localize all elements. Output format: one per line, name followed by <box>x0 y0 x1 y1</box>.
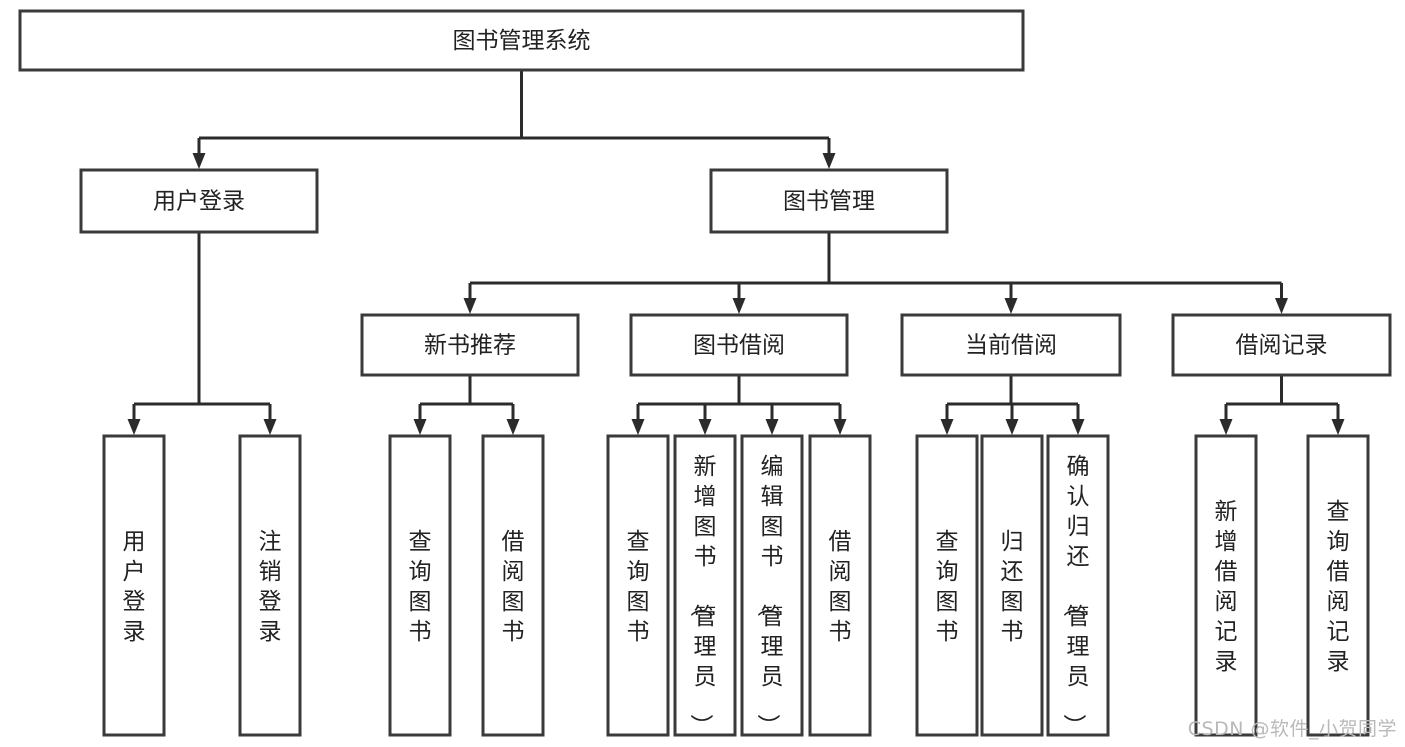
node-box <box>1171 313 1392 377</box>
node-box <box>629 313 849 377</box>
edges-layer <box>127 70 1345 435</box>
node-borrow-record[interactable]: 借阅记录 <box>1171 313 1392 377</box>
node-new-book-recommend[interactable]: 新书推荐 <box>360 313 580 377</box>
node-box <box>673 434 737 737</box>
node-label: 借阅图书 <box>829 529 852 645</box>
node-box <box>900 313 1122 377</box>
arrow-head-icon <box>698 419 712 435</box>
arrow-head-icon <box>765 419 779 435</box>
node-label: 新增借阅记录 <box>1215 499 1238 675</box>
node-box <box>1306 434 1370 737</box>
node-label: 查询图书 <box>936 529 959 645</box>
node-leaf-query-record[interactable]: 查询借阅记录 <box>1306 434 1370 737</box>
arrow-head-icon <box>263 419 277 435</box>
arrow-head-icon <box>506 419 520 435</box>
edge-group <box>413 375 520 435</box>
arrow-head-icon <box>1004 298 1018 314</box>
node-box <box>808 434 872 737</box>
node-box <box>18 9 1025 72</box>
node-label: 确认归还（管理员） <box>1061 454 1090 737</box>
node-label: 新书推荐 <box>424 333 516 359</box>
node-leaf-add-record[interactable]: 新增借阅记录 <box>1194 434 1258 737</box>
node-current-borrow[interactable]: 当前借阅 <box>900 313 1122 377</box>
arrow-head-icon <box>192 153 206 169</box>
node-book-manage[interactable]: 图书管理 <box>709 168 949 234</box>
node-label: 借阅记录 <box>1236 333 1328 359</box>
node-leaf-return-book[interactable]: 归还图书 <box>980 434 1044 737</box>
node-label: 用户登录 <box>123 529 146 645</box>
node-box <box>915 434 979 737</box>
arrow-head-icon <box>1275 298 1288 314</box>
node-leaf-edit-book[interactable]: 编辑图书（管理员） <box>740 434 804 737</box>
node-box <box>606 434 670 737</box>
node-leaf-query-book-3[interactable]: 查询图书 <box>915 434 979 737</box>
nodes-layer: 图书管理系统用户登录图书管理新书推荐图书借阅当前借阅借阅记录用户登录注销登录查询… <box>18 9 1392 737</box>
node-label: 新增图书（管理员） <box>688 454 717 737</box>
node-leaf-user-login[interactable]: 用户登录 <box>102 434 166 737</box>
arrow-head-icon <box>1219 419 1233 435</box>
arrow-head-icon <box>127 419 141 435</box>
node-label: 归还图书 <box>1001 529 1024 645</box>
node-label: 借阅图书 <box>502 529 525 645</box>
node-label: 查询图书 <box>409 529 432 645</box>
node-book-borrow[interactable]: 图书借阅 <box>629 313 849 377</box>
edge-group <box>463 232 1288 314</box>
node-box <box>481 434 545 737</box>
node-label: 图书管理 <box>783 189 875 215</box>
node-label: 图书借阅 <box>693 333 785 359</box>
node-leaf-logout[interactable]: 注销登录 <box>238 434 302 737</box>
node-box <box>238 434 302 737</box>
node-leaf-borrow-book-2[interactable]: 借阅图书 <box>808 434 872 737</box>
node-leaf-add-book[interactable]: 新增图书（管理员） <box>673 434 737 737</box>
arrow-head-icon <box>940 419 954 435</box>
arrow-head-icon <box>1005 419 1019 435</box>
arrow-head-icon <box>463 298 477 314</box>
node-box <box>1046 434 1110 737</box>
arrow-head-icon <box>833 419 847 435</box>
watermark: CSDN @软件_小贺同学 <box>1187 718 1397 740</box>
node-leaf-query-book-2[interactable]: 查询图书 <box>606 434 670 737</box>
arrow-head-icon <box>822 153 836 169</box>
node-user-login[interactable]: 用户登录 <box>79 168 319 234</box>
arrow-head-icon <box>732 298 746 314</box>
arrow-head-icon <box>1331 419 1345 435</box>
node-box <box>980 434 1044 737</box>
node-leaf-confirm-return[interactable]: 确认归还（管理员） <box>1046 434 1110 737</box>
node-root[interactable]: 图书管理系统 <box>18 9 1025 72</box>
arrow-head-icon <box>631 419 645 435</box>
node-box <box>360 313 580 377</box>
arrow-head-icon <box>413 419 427 435</box>
arrow-head-icon <box>1071 419 1085 435</box>
node-label: 查询借阅记录 <box>1327 499 1350 675</box>
node-box <box>740 434 804 737</box>
edge-group <box>631 375 847 435</box>
node-label: 用户登录 <box>153 189 245 215</box>
node-label: 查询图书 <box>627 529 650 645</box>
node-leaf-borrow-book-1[interactable]: 借阅图书 <box>481 434 545 737</box>
node-leaf-query-book-1[interactable]: 查询图书 <box>388 434 452 737</box>
node-box <box>388 434 452 737</box>
edge-group <box>127 232 277 435</box>
node-label: 图书管理系统 <box>453 28 591 54</box>
edge-group <box>1219 375 1345 435</box>
node-label: 注销登录 <box>259 529 282 645</box>
node-label: 当前借阅 <box>965 333 1057 359</box>
node-box <box>1194 434 1258 737</box>
edge-group <box>940 375 1085 435</box>
node-label: 编辑图书（管理员） <box>755 454 784 737</box>
node-box <box>709 168 949 234</box>
edge-group <box>192 70 836 169</box>
node-box <box>102 434 166 737</box>
node-box <box>79 168 319 234</box>
